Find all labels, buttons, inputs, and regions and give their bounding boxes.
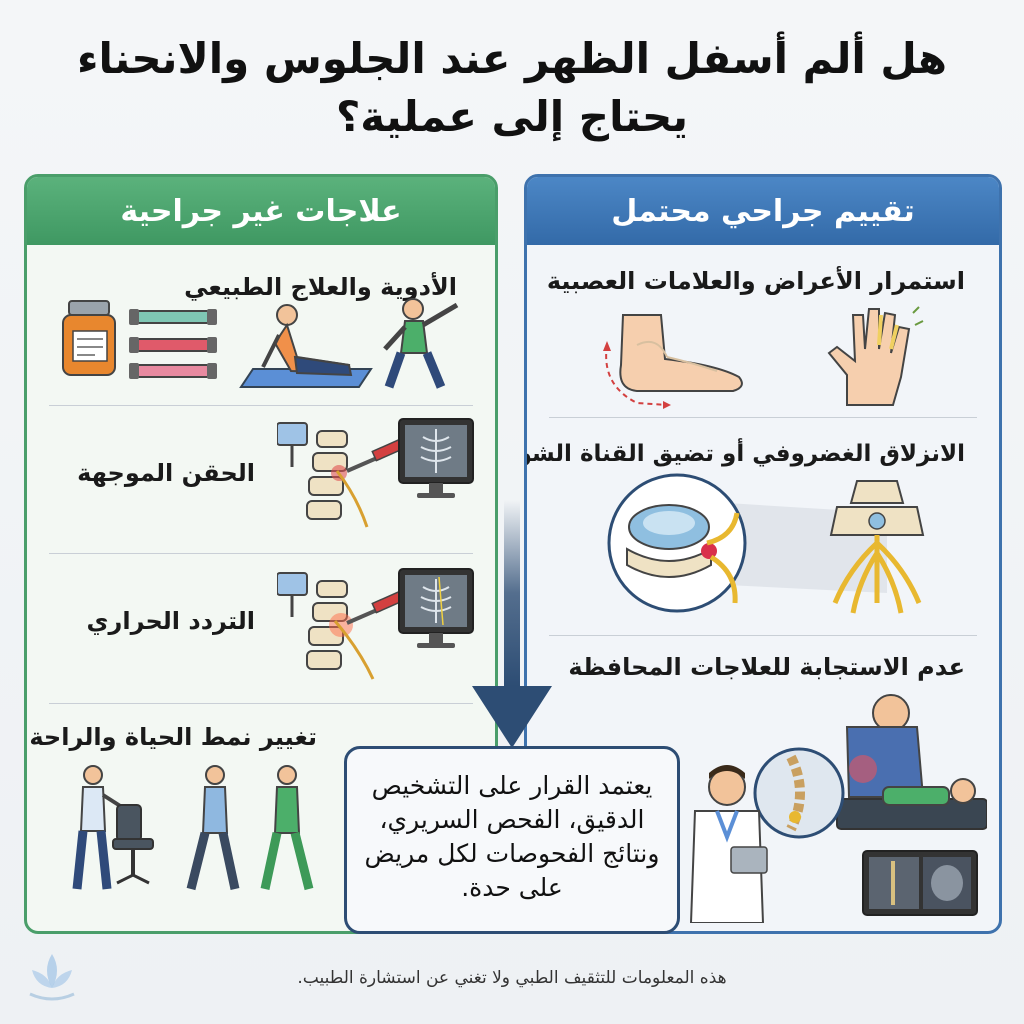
spine-radiofrequency-icon xyxy=(277,572,408,680)
lifestyle-illustration xyxy=(72,765,314,891)
lifestyle-label: تغيير نمط الحياة والراحة xyxy=(29,723,317,751)
injection-label: الحقن الموجهة xyxy=(77,459,255,487)
numb-hand-icon xyxy=(827,306,924,406)
walking-person-green-icon xyxy=(260,765,314,891)
resistance-bands-icon xyxy=(129,309,217,379)
surgical-header: تقييم جراحي محتمل xyxy=(527,177,999,245)
floor-exercise-icon xyxy=(239,304,373,388)
radiofrequency-illustration xyxy=(277,568,474,680)
injection-illustration xyxy=(277,418,474,528)
person-chair-icon xyxy=(72,765,154,890)
non-surgical-header: علاجات غير جراحية xyxy=(27,177,495,245)
disc-illustration xyxy=(607,473,925,614)
back-pain-person-icon xyxy=(836,694,987,830)
pill-bottle-icon xyxy=(62,300,116,376)
radiofrequency-label: التردد الحراري xyxy=(86,607,255,635)
divider xyxy=(49,703,473,704)
page-title: هل ألم أسفل الظهر عند الجلوس والانحناء ي… xyxy=(77,34,947,141)
conservative-failure-label: عدم الاستجابة للعلاجات المحافظة xyxy=(568,653,965,681)
herniated-disc-icon xyxy=(607,473,887,613)
divider xyxy=(549,417,977,418)
xray-monitor-icon xyxy=(398,568,474,648)
divider xyxy=(49,553,473,554)
decision-callout: يعتمد القرار على التشخيص الدقيق، الفحص ا… xyxy=(344,746,680,934)
decision-arrow-icon xyxy=(472,500,552,748)
physical-therapy-illustration xyxy=(62,298,459,389)
divider xyxy=(549,635,977,636)
stretching-person-icon xyxy=(383,298,459,389)
walking-person-icon xyxy=(186,765,240,891)
vertebra-nerves-icon xyxy=(829,480,925,614)
surgical-panel: تقييم جراحي محتمل استمرار الأعراض والعلا… xyxy=(524,174,1002,934)
xray-monitor-icon xyxy=(398,418,474,498)
disclaimer: هذه المعلومات للتثقيف الطبي ولا تغني عن … xyxy=(297,968,727,988)
herniation-label: الانزلاق الغضروفي أو تضيق القناة الشوكية xyxy=(524,441,965,467)
spine-injection-icon xyxy=(277,422,408,528)
divider xyxy=(49,405,473,406)
spine-lens-icon xyxy=(753,747,845,839)
lotus-logo-icon xyxy=(29,954,75,1001)
mri-monitor-icon xyxy=(862,850,978,916)
doctor-icon xyxy=(689,765,768,923)
evaluation-illustration xyxy=(689,694,987,923)
foot-drop-icon xyxy=(603,314,743,409)
neuro-signs-label: استمرار الأعراض والعلامات العصبية xyxy=(546,267,965,295)
medication-label: الأدوية والعلاج الطبيعي xyxy=(184,273,457,301)
neuro-signs-illustration xyxy=(603,306,924,409)
non-surgical-panel: علاجات غير جراحية الأدوية والعلاج الطبيع… xyxy=(24,174,498,934)
